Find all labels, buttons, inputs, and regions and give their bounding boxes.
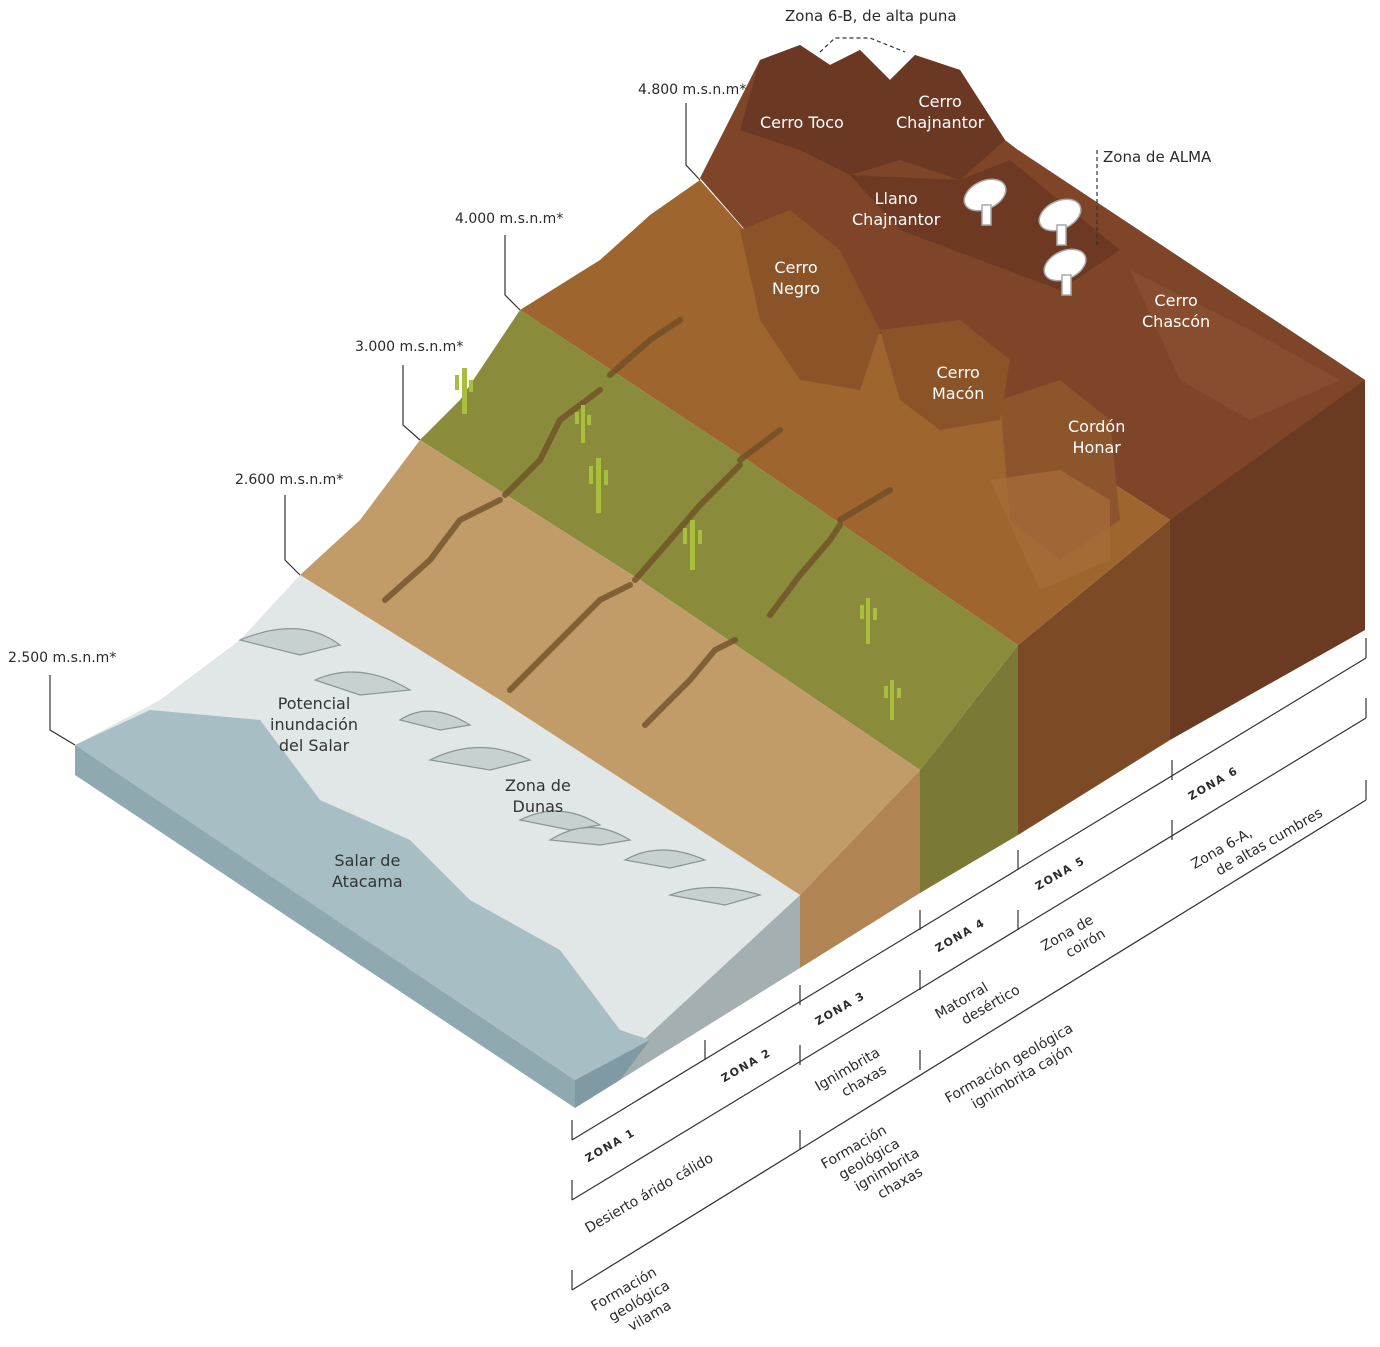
inundacion-line3: del Salar (278, 736, 350, 755)
dunas-line1: Zona de (505, 776, 571, 795)
zone-4-side (920, 645, 1018, 893)
zone-4-5-slab (520, 180, 1170, 835)
alma-zone-name: ALMA (1169, 148, 1212, 166)
inundacion-line1: Potencial (277, 694, 351, 713)
potencial-inundacion: Potencial inundación del Salar (270, 693, 358, 756)
altitude-leaders (49, 37, 1098, 746)
zona-dunas: Zona de Dunas (505, 775, 571, 817)
zone-2-slab (300, 440, 920, 895)
fissures (382, 317, 893, 728)
alma-zone-label: Zona de ALMA (1103, 147, 1211, 168)
dune-marks (238, 628, 763, 906)
radio-telescope-icon (963, 178, 1087, 296)
salar-line1: Salar de (334, 851, 401, 870)
salar-right-side (575, 1040, 650, 1108)
altitude-4000: 4.000 m.s.n.m* (455, 211, 564, 227)
zone-scale-lines (571, 638, 1367, 1291)
peak-cerro-negro: Cerro Negro (772, 257, 820, 299)
peak-cerro-toco: Cerro Toco (760, 113, 844, 132)
altitude-2500: 2.500 m.s.n.m* (8, 650, 117, 666)
cactus-icon (455, 368, 901, 720)
peak-negro-line1: Cerro (774, 258, 818, 277)
dunes-slab (75, 575, 800, 1080)
salar-slab (75, 710, 650, 1080)
peak-chascon-line1: Cerro (1154, 291, 1198, 310)
llano-line1: Llano (874, 189, 918, 208)
peak-chajnantor-line2: Chajnantor (896, 113, 985, 132)
llano-line2: Chajnantor (852, 210, 941, 229)
zone-2-side (800, 770, 920, 968)
peak-chajnantor-line1: Cerro (918, 92, 962, 111)
inundacion-line2: inundación (270, 715, 358, 734)
altitude-3000: 3.000 m.s.n.m* (355, 339, 464, 355)
peak-cerro-chajnantor: Cerro Chajnantor (896, 91, 984, 133)
cordon-honar: Cordón Honar (1068, 416, 1125, 458)
salar-front-side (75, 745, 575, 1108)
salar-atacama: Salar de Atacama (332, 850, 403, 892)
altitude-4800: 4.800 m.s.n.m* (638, 82, 747, 98)
honar-line2: Honar (1072, 438, 1121, 457)
peak-cerro-macon: Cerro Macón (932, 362, 984, 404)
peak-macon-line1: Cerro (936, 363, 980, 382)
peak-chascon-line2: Chascón (1142, 312, 1211, 331)
alma-zone-prefix: Zona de (1103, 148, 1170, 166)
altitude-2600: 2.600 m.s.n.m* (235, 472, 344, 488)
zone-3-slab (420, 310, 1018, 770)
peak-macon-line2: Macón (932, 384, 985, 403)
peak-negro-line2: Negro (772, 279, 820, 298)
peak-cerro-chascon: Cerro Chascón (1142, 290, 1210, 332)
honar-line1: Cordón (1068, 417, 1126, 436)
dunas-line2: Dunas (512, 797, 564, 816)
salar-line2: Atacama (332, 872, 403, 891)
llano-chajnantor: Llano Chajnantor (852, 188, 940, 230)
diagram-title: Zona 6-B, de alta puna (785, 7, 957, 25)
